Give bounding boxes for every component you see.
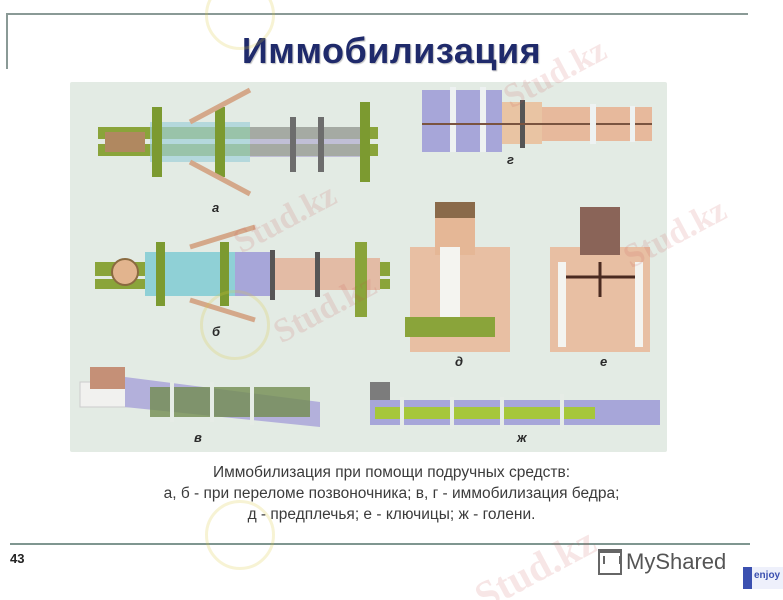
top-rule [6, 13, 748, 15]
label-v: в [194, 430, 202, 445]
myshared-logo[interactable]: MyShared enjoy [598, 542, 783, 589]
figure-g-thigh-splint [422, 87, 652, 152]
enjoy-badge: enjoy [743, 567, 783, 589]
label-e: е [600, 354, 608, 369]
label-d: д [455, 354, 464, 369]
figure-a-spine-splint [98, 87, 378, 197]
watermark-text: Stud.kz [467, 518, 604, 600]
label-g: г [507, 152, 514, 167]
badge-text: enjoy [754, 570, 781, 581]
figure-v-thigh-body [79, 367, 320, 427]
figure-d-forearm [405, 202, 510, 352]
left-rule [6, 13, 8, 69]
caption-line-3: д - предплечья; е - ключицы; ж - голени. [247, 506, 536, 523]
figure-e-clavicle [550, 207, 650, 352]
slide-title: Иммобилизация [241, 30, 542, 71]
figure-caption: Иммобилизация при помощи подручных средс… [0, 462, 783, 525]
caption-line-1: Иммобилизация при помощи подручных средс… [212, 464, 571, 481]
label-b: б [212, 324, 221, 339]
figure-b-spine-splint [95, 224, 390, 323]
label-a: а [212, 200, 220, 215]
page-number: 43 [10, 551, 25, 566]
immobilization-figure: а г б д е в ж [70, 82, 667, 452]
bottom-rule [10, 543, 750, 545]
label-zh: ж [517, 430, 527, 445]
illustration-graphic [79, 87, 660, 430]
badge-block-icon [743, 567, 752, 589]
logo-text: MyShared [626, 549, 727, 574]
figure-zh-shin [370, 382, 660, 430]
presentation-board-icon [598, 549, 622, 575]
caption-line-2: а, б - при переломе позвоночника; в, г -… [163, 485, 620, 502]
